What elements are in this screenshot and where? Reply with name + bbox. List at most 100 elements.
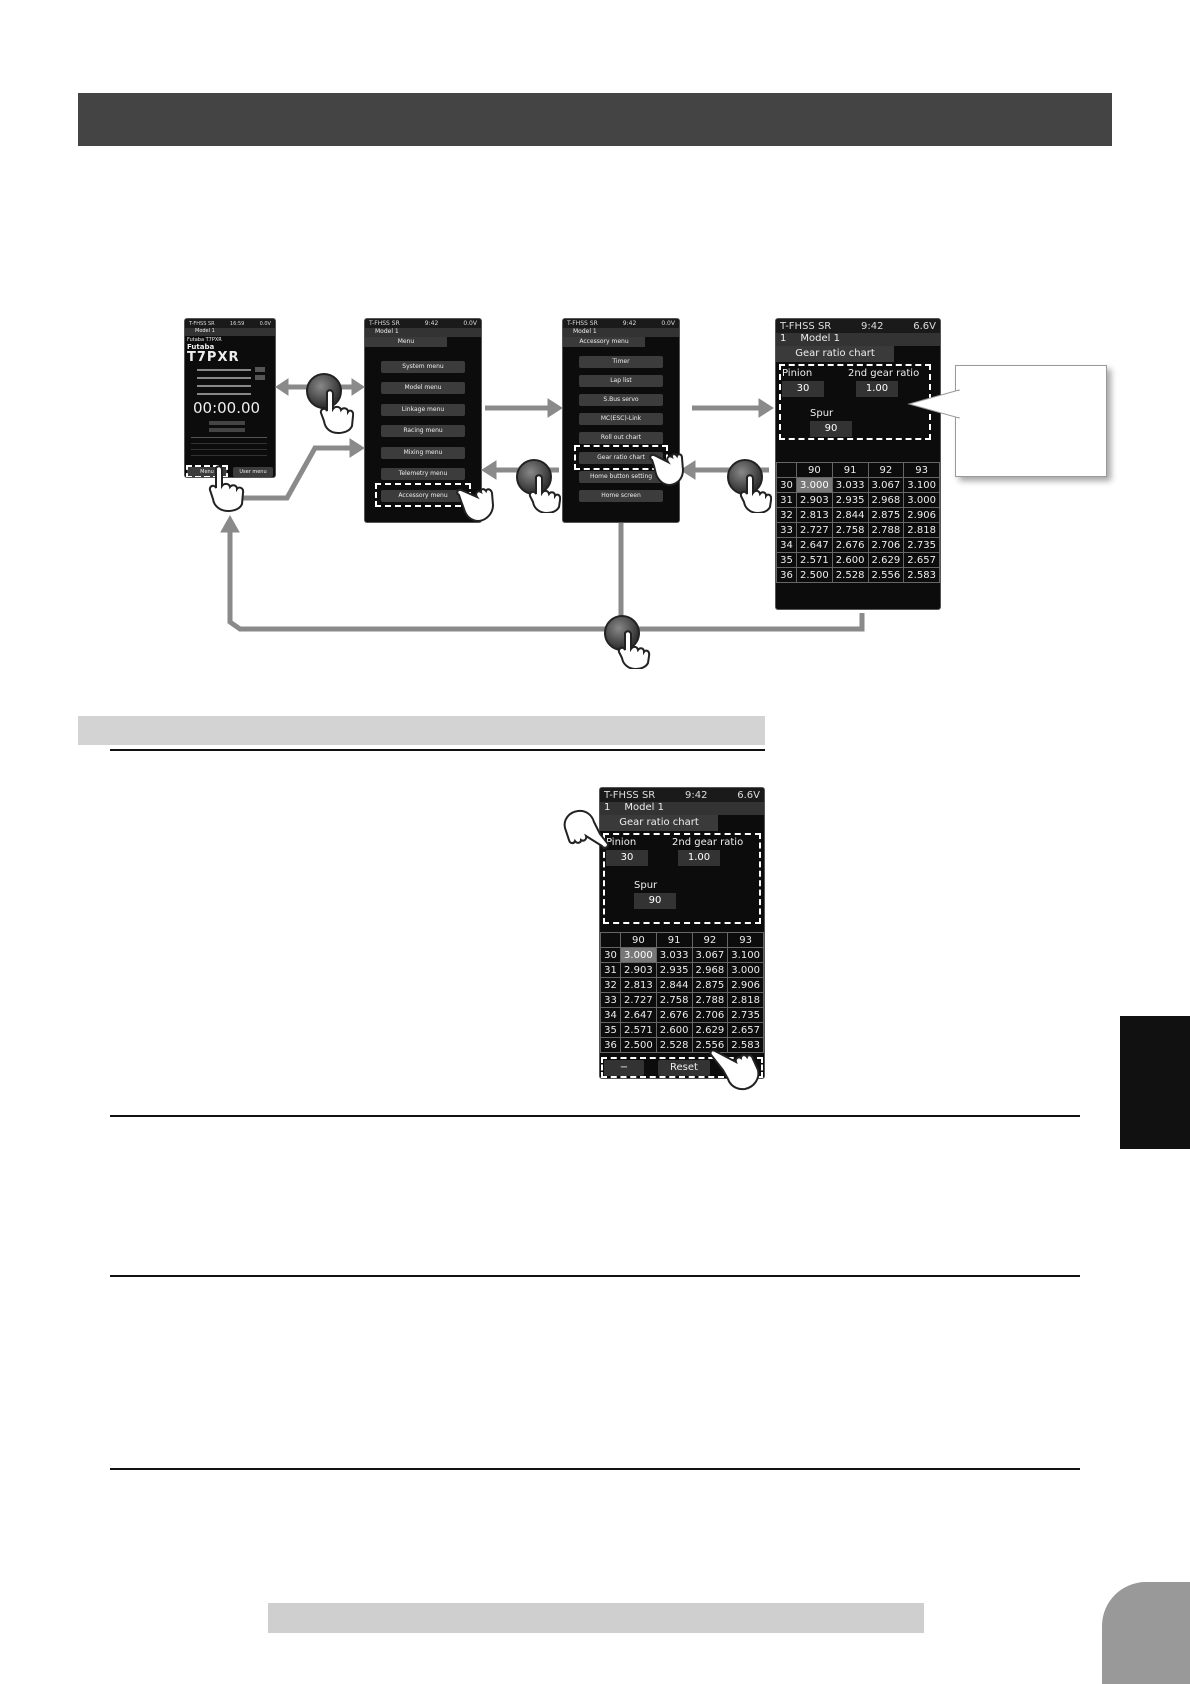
minus-button[interactable]: − — [604, 1060, 644, 1076]
spur-column-header: 90 — [620, 932, 657, 948]
ratio-cell: 2.676 — [655, 1007, 693, 1023]
page-number-tab — [1102, 1582, 1190, 1684]
status-left: T-FHSS SR — [567, 320, 598, 327]
model-name: Model 1 — [563, 328, 679, 337]
footer-bar — [268, 1603, 924, 1633]
gear-ratio-screen-top: T-FHSS SR 9:42 6.6V 1 Model 1 Gear ratio… — [775, 318, 941, 610]
ratio-cell: 2.600 — [655, 1022, 693, 1038]
accessory-menu-screen: T-FHSS SR 9:42 0.0V Model 1 Accessory me… — [562, 318, 680, 523]
status-left: T-FHSS SR — [189, 320, 215, 327]
menu-item-roll-out-chart[interactable]: Roll out chart — [579, 432, 663, 444]
ratio-cell: 3.033 — [655, 947, 693, 963]
menu-item-home-button-setting[interactable]: Home button setting — [579, 471, 663, 483]
model-number: 1 — [780, 333, 787, 344]
highlight-frame — [601, 1057, 763, 1078]
menu-item-gear-ratio-chart[interactable]: Gear ratio chart — [579, 452, 663, 464]
ratio-cell: 2.818 — [727, 992, 764, 1008]
ratio-cell: 2.788 — [691, 992, 729, 1008]
pinion-input[interactable]: 30 — [782, 381, 824, 397]
ratio-cell: 3.000 — [796, 477, 833, 493]
pinion-label: Pinion — [782, 368, 813, 379]
back-button-icon — [727, 459, 763, 495]
model-row: 1 Model 1 — [776, 333, 940, 346]
status-volt: 0.0V — [661, 320, 675, 327]
ratio-cell: 2.906 — [903, 507, 940, 523]
menu-item-linkage[interactable]: Linkage menu — [381, 404, 465, 416]
info-list — [189, 419, 273, 463]
menu-item-accessory[interactable]: Accessory menu — [381, 490, 465, 502]
menu-item-mixing[interactable]: Mixing menu — [381, 447, 465, 459]
status-bar: T-FHSS SR 9:42 6.6V — [776, 319, 940, 333]
menu-item-racing[interactable]: Racing menu — [381, 425, 465, 437]
tap-hand-icon — [617, 630, 651, 669]
home-screen: T-FHSS SR 16:59 0.0V Model 1 Futaba T7PX… — [184, 318, 276, 478]
ratio-cell: 2.844 — [655, 977, 693, 993]
model-name: Model 1 — [624, 802, 664, 813]
ratio-cell: 2.629 — [691, 1022, 729, 1038]
reset-button[interactable]: Reset — [658, 1060, 710, 1076]
pinion-row-header: 36 — [776, 567, 797, 583]
menu-item-lap-list[interactable]: Lap list — [579, 375, 663, 387]
spur-input[interactable]: 90 — [810, 421, 852, 437]
tap-hand-icon — [563, 809, 610, 849]
ratio-cell: 2.906 — [727, 977, 764, 993]
menu-button[interactable]: Menu — [187, 467, 227, 477]
menu-item-system[interactable]: System menu — [381, 361, 465, 373]
ratio-cell: 2.571 — [620, 1022, 657, 1038]
status-volt: 6.6V — [737, 789, 760, 801]
pinion-row-header: 34 — [600, 1007, 621, 1023]
spur-label: Spur — [810, 408, 834, 419]
gear-ratio-screen: T-FHSS SR 9:42 6.6V 1 Model 1 Gear ratio… — [599, 787, 765, 1079]
ratio-cell: 2.528 — [655, 1037, 693, 1053]
pinion-row-header: 36 — [600, 1037, 621, 1053]
menu-item-timer[interactable]: Timer — [579, 356, 663, 368]
callout-pointer — [907, 389, 961, 419]
menu-item-home-screen[interactable]: Home screen — [579, 490, 663, 502]
ratio-cell: 2.758 — [655, 992, 693, 1008]
pinion-input[interactable]: 30 — [606, 850, 648, 866]
menu-item-telemetry[interactable]: Telemetry menu — [381, 468, 465, 480]
tap-hand-icon — [208, 465, 245, 512]
status-left: T-FHSS SR — [369, 320, 400, 327]
spur-column-header: 93 — [727, 932, 764, 948]
model-row: 1 Model 1 — [600, 802, 764, 815]
status-volt: 0.0V — [463, 320, 477, 327]
ratio-cell: 2.735 — [727, 1007, 764, 1023]
ratio-cell: 2.657 — [903, 552, 940, 568]
brand-small: Futaba T7PXR — [187, 337, 222, 343]
status-bar: T-FHSS SR 9:42 6.6V — [600, 788, 764, 802]
status-time: 16:59 — [229, 320, 245, 327]
ratio-cell: 2.968 — [691, 962, 729, 978]
tap-hand-icon — [739, 474, 772, 513]
pinion-row-header: 32 — [600, 977, 621, 993]
ratio-cell: 2.500 — [620, 1037, 657, 1053]
menu-item-sbus-servo[interactable]: S.Bus servo — [579, 394, 663, 406]
status-left: T-FHSS SR — [780, 320, 832, 332]
subsection-bar — [78, 716, 765, 745]
user-menu-button[interactable]: User menu — [233, 467, 273, 477]
second-gear-input[interactable]: 1.00 — [856, 381, 898, 397]
main-menu-screen: T-FHSS SR 9:42 0.0V Model 1 Menu System … — [364, 318, 482, 523]
second-gear-input[interactable]: 1.00 — [678, 850, 720, 866]
table-corner — [600, 932, 621, 948]
tap-hand-icon — [528, 474, 561, 513]
menu-item-model[interactable]: Model menu — [381, 382, 465, 394]
ratio-cell: 2.875 — [691, 977, 729, 993]
section-header-bar — [78, 93, 1112, 146]
menu-item-mc-link[interactable]: MC(ESC)-Link — [579, 413, 663, 425]
pinion-row-header: 35 — [600, 1022, 621, 1038]
spur-input[interactable]: 90 — [634, 893, 676, 909]
spur-column-header: 92 — [691, 932, 729, 948]
ratio-cell: 2.556 — [867, 567, 905, 583]
ratio-cell: 3.000 — [620, 947, 657, 963]
